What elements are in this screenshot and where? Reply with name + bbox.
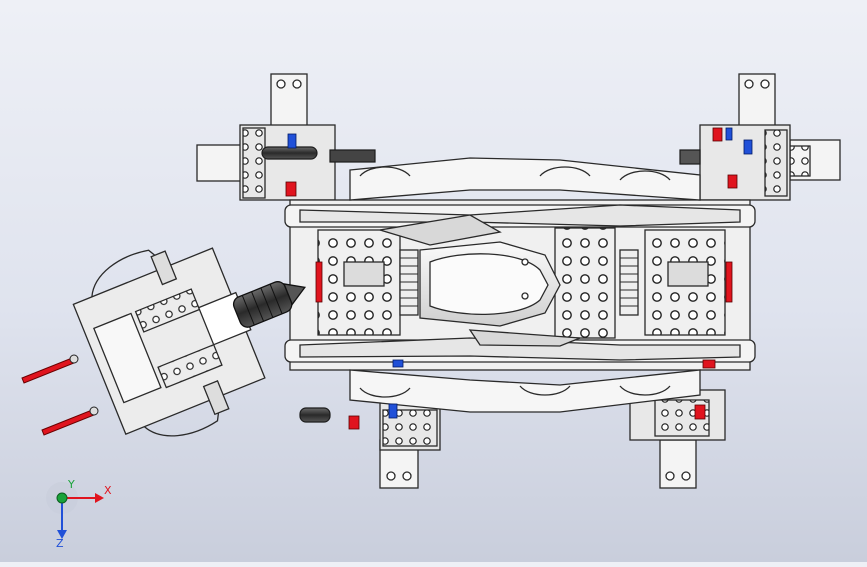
gripper-assembly — [72, 247, 307, 437]
post-top-right — [738, 73, 776, 129]
y-axis-dot — [56, 492, 68, 504]
post-bottom-right — [659, 439, 697, 489]
y-axis-label: Y — [67, 478, 75, 491]
z-axis-label: Z — [56, 537, 64, 548]
plate-mid — [554, 227, 616, 339]
orientation-triad: X Y Z — [40, 478, 120, 550]
x-axis-label: X — [104, 484, 112, 497]
post-top-left — [270, 73, 308, 129]
